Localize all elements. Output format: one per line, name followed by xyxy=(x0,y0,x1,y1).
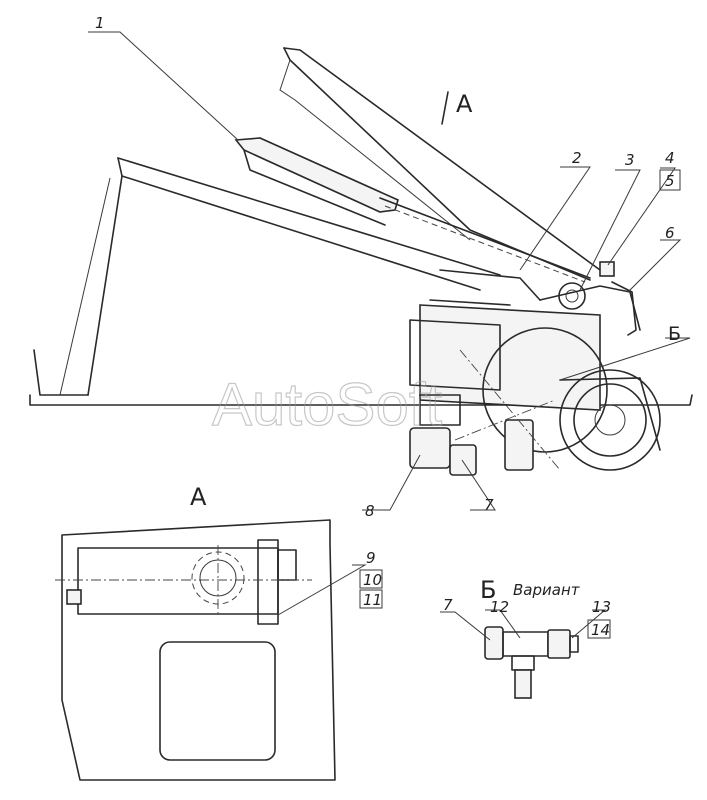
callout-14-box xyxy=(587,619,611,639)
watermark: AutoSoft xyxy=(212,371,442,438)
callout-5: 5 xyxy=(665,172,675,190)
callout-b: Б xyxy=(668,323,681,345)
callout-11-box xyxy=(359,589,383,609)
view-b-caption: Вариант xyxy=(513,581,581,599)
callout-13: 13 xyxy=(592,598,611,616)
view-b xyxy=(440,609,607,699)
callout-8: 8 xyxy=(365,502,375,520)
callout-1: 1 xyxy=(95,14,105,32)
callout-3: 3 xyxy=(625,151,635,169)
callout-9: 9 xyxy=(366,549,376,567)
main-assembly-view xyxy=(29,31,693,511)
callout-7: 7 xyxy=(484,496,494,514)
callout-14: 14 xyxy=(591,621,610,639)
view-b-title: Б xyxy=(480,576,496,604)
view-a-title: A xyxy=(190,483,207,511)
callout-12: 12 xyxy=(490,598,509,616)
callout-6: 6 xyxy=(665,224,675,242)
callout-7-variant: 7 xyxy=(443,596,453,614)
view-a xyxy=(55,519,367,781)
callout-10: 10 xyxy=(363,571,382,589)
main-view-label: A xyxy=(456,90,473,118)
callout-11: 11 xyxy=(363,591,382,609)
callout-2: 2 xyxy=(572,149,582,167)
callout-10-box xyxy=(359,569,383,589)
labels: A A Б Вариант 1 2 3 4 5 6 Б 7 8 9 10 11 … xyxy=(95,14,681,639)
callout-5-box xyxy=(659,169,681,191)
callout-4: 4 xyxy=(665,149,675,167)
